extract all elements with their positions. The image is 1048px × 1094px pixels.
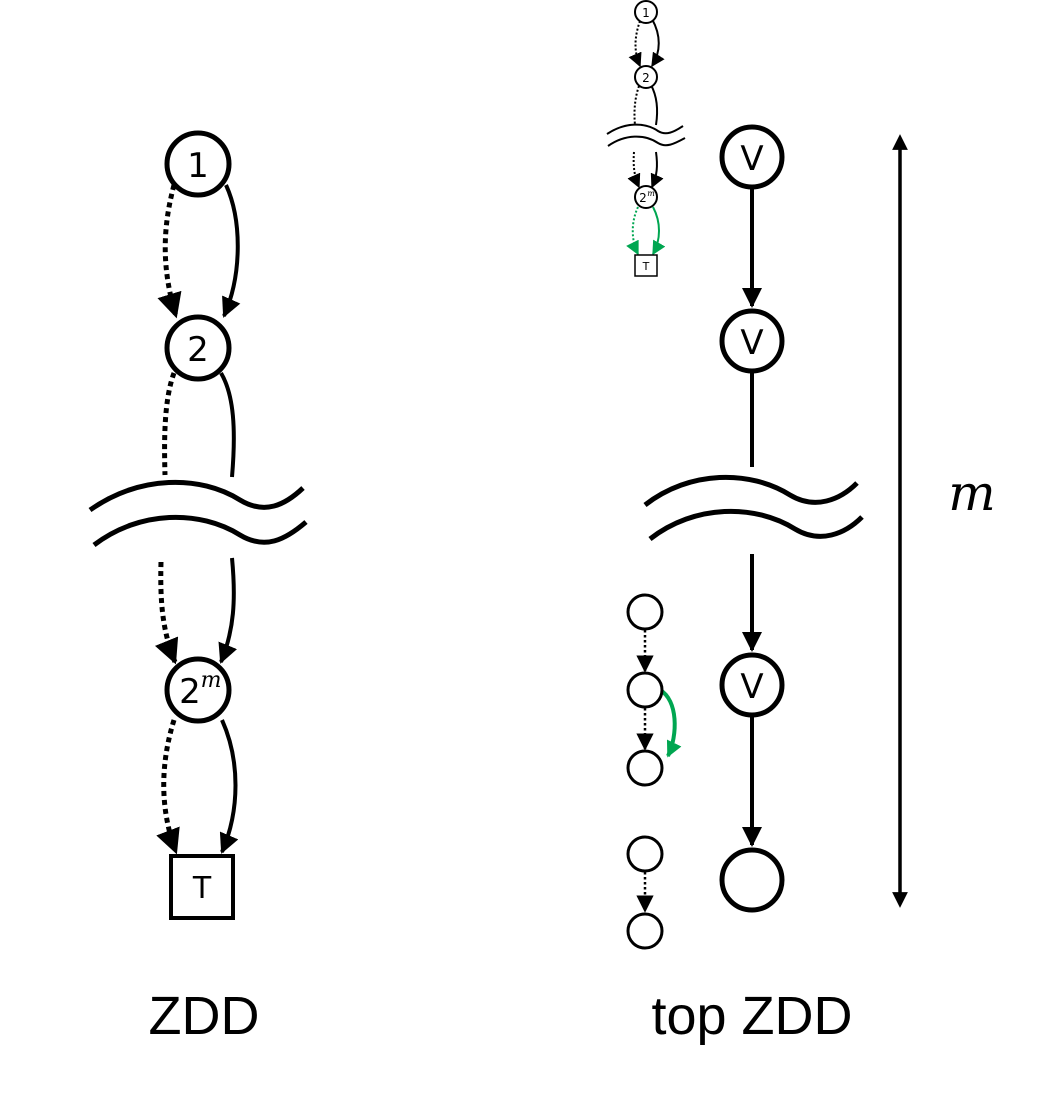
zdd-edge-1-2-one bbox=[222, 184, 241, 318]
small-node-3 bbox=[626, 749, 664, 787]
mini-node-2m: 2 m bbox=[634, 185, 658, 209]
mini-node-2-label: 2 bbox=[642, 71, 650, 85]
small-chain-upper bbox=[626, 593, 682, 787]
small-chain-lower bbox=[626, 835, 664, 950]
mini-edge-break-2m-one bbox=[650, 151, 664, 189]
zdd-node-1-label: 1 bbox=[187, 146, 209, 186]
zdd-break-upper-wave bbox=[88, 479, 305, 513]
mini-edge-2-break-one bbox=[650, 84, 659, 126]
zdd-terminal-label: T bbox=[192, 871, 212, 906]
mini-break-lower-wave bbox=[607, 135, 686, 147]
zdd-node-2m: 2 m bbox=[164, 656, 232, 724]
zdd-node-2m-exponent: m bbox=[201, 668, 222, 693]
zdd-node-1: 1 bbox=[164, 130, 232, 198]
mini-node-1-label: 1 bbox=[642, 6, 650, 20]
top-node-c: V bbox=[719, 652, 785, 718]
mini-node-2m-exponent: m bbox=[647, 189, 655, 198]
zdd-edge-2m-T-zero bbox=[156, 719, 180, 855]
zdd-edge-break-2m-zero bbox=[154, 561, 179, 665]
top-node-a: V bbox=[719, 124, 785, 190]
small-node-4 bbox=[626, 835, 664, 873]
mini-edge-break-2m-zero bbox=[627, 151, 641, 189]
mini-edge-1-2-zero bbox=[628, 20, 642, 68]
mini-node-1: 1 bbox=[634, 0, 658, 24]
mini-edge-1-2-one bbox=[651, 18, 665, 68]
small-edge-2-green bbox=[658, 688, 682, 758]
mini-edge-2m-T-one bbox=[652, 206, 666, 256]
small-node-5 bbox=[626, 912, 664, 950]
small-node-2 bbox=[626, 671, 664, 709]
mini-node-2m-base: 2 bbox=[639, 191, 647, 205]
top-zdd-diagram: V V V m top ZDD bbox=[626, 124, 996, 1046]
zdd-diagram: 1 2 2 m T ZDD bbox=[88, 130, 308, 1046]
top-zdd-caption: top ZDD bbox=[651, 986, 852, 1046]
mini-terminal-label: T bbox=[642, 260, 650, 273]
zdd-edge-1-2-zero bbox=[157, 184, 182, 319]
dimension-label: m bbox=[948, 464, 995, 522]
top-node-a-label: V bbox=[740, 139, 763, 179]
zdd-edge-2-break-one bbox=[219, 371, 236, 478]
mini-edge-2-break-zero bbox=[633, 85, 640, 126]
mini-terminal-node: T bbox=[634, 254, 658, 277]
small-node-1 bbox=[626, 593, 664, 631]
top-node-b: V bbox=[719, 308, 785, 374]
zdd-edge-2m-T-one bbox=[219, 719, 239, 854]
top-node-last bbox=[719, 847, 785, 913]
mini-edge-2m-T-zero bbox=[626, 206, 639, 256]
zdd-break-lower-wave bbox=[92, 514, 308, 547]
top-break-lower-wave bbox=[648, 508, 864, 541]
top-node-b-label: V bbox=[740, 323, 763, 363]
mini-break-upper-wave bbox=[606, 123, 684, 135]
zdd-terminal-node: T bbox=[169, 854, 235, 920]
zdd-edge-2-break-zero bbox=[162, 372, 177, 476]
mini-node-2: 2 bbox=[634, 65, 658, 89]
zdd-caption: ZDD bbox=[149, 986, 260, 1046]
zdd-node-2: 2 bbox=[164, 314, 232, 382]
top-node-c-label: V bbox=[740, 667, 763, 707]
zdd-node-2-label: 2 bbox=[187, 330, 209, 370]
zdd-edge-break-2m-one bbox=[218, 557, 238, 664]
top-break-upper-wave bbox=[643, 474, 859, 507]
mini-zdd-diagram: 1 2 2 m T bbox=[606, 0, 686, 277]
zdd-node-2m-base: 2 bbox=[179, 672, 201, 712]
